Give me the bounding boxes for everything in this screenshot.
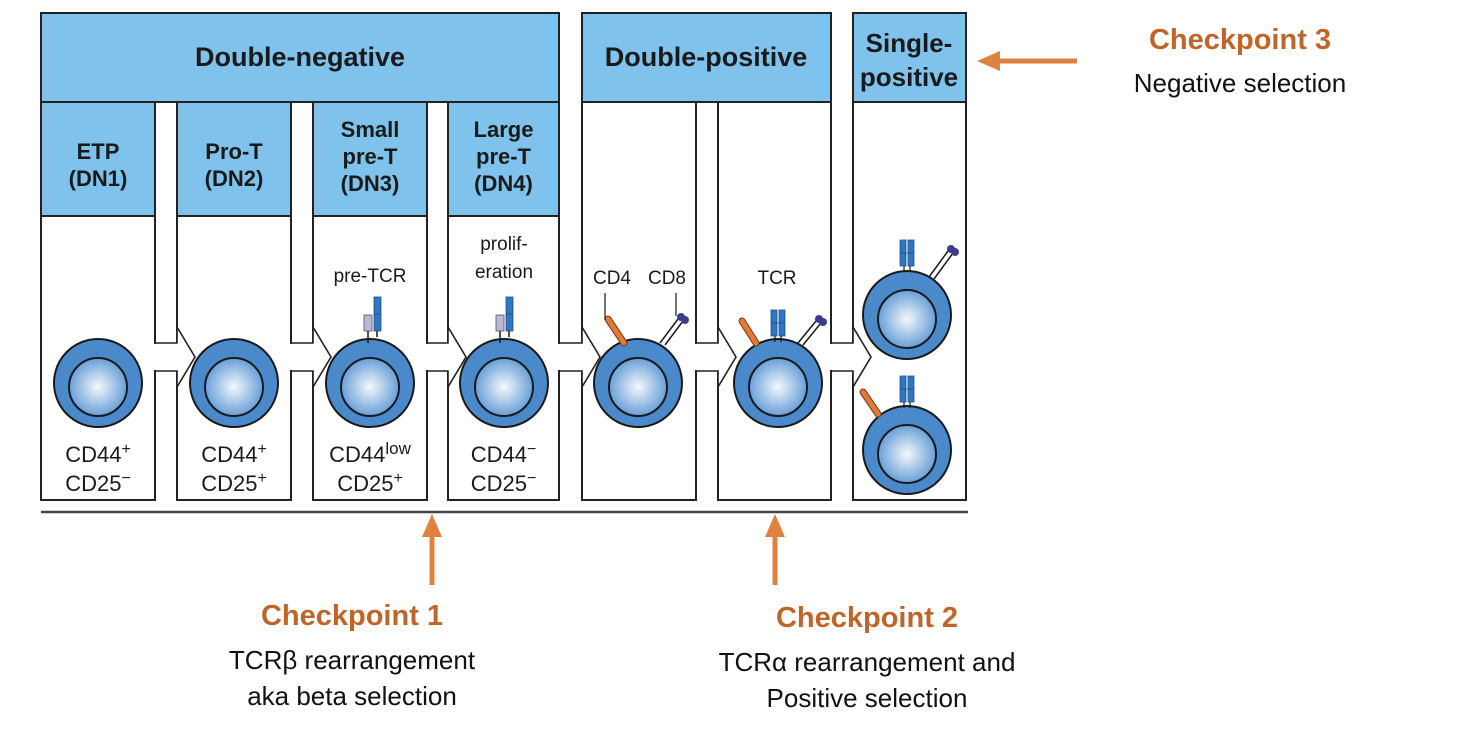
group-header-double-positive: Double-positive bbox=[581, 12, 832, 103]
cell-single-positive-cd4 bbox=[859, 375, 952, 495]
stage-name-line-1: ETP bbox=[77, 139, 120, 164]
cell-large-pre-t-dn4 bbox=[459, 296, 549, 428]
cell-nucleus bbox=[68, 357, 128, 417]
cell-etp-dn1 bbox=[53, 338, 143, 428]
stage-column-2: Pro-T(DN2) CD44+ CD25+ bbox=[176, 101, 292, 501]
label-proliferation-line2: eration bbox=[475, 262, 533, 283]
marker-cd25: CD25+ bbox=[201, 470, 267, 496]
label-pre-tcr: pre-TCR bbox=[334, 266, 407, 287]
cd8-coreceptor-icon bbox=[659, 313, 689, 346]
cell-small-pre-t-dn3 bbox=[325, 296, 415, 428]
marker-cd44: CD44− bbox=[471, 441, 537, 467]
stage-columns: ETP(DN1)CD44+CD25−Pro-T(DN2)CD44+CD25+Sm… bbox=[40, 101, 967, 501]
flow-arrow-shaft bbox=[425, 344, 450, 370]
cell-double-positive-tcr bbox=[733, 309, 827, 428]
tcr-receptor-icon bbox=[770, 309, 786, 342]
label-proliferation-line1: prolif- bbox=[480, 234, 528, 255]
stage-box bbox=[581, 101, 697, 501]
stage-box bbox=[717, 101, 832, 501]
checkpoint-3-arrow bbox=[977, 51, 1077, 71]
group-label-single-positive-line2: positive bbox=[860, 62, 958, 92]
stage-name-line-1: Small bbox=[341, 117, 400, 142]
flow-arrow-shaft bbox=[153, 344, 179, 370]
checkpoint-1-title: Checkpoint 1 bbox=[260, 600, 444, 632]
stage-name-line-2: pre-T bbox=[343, 144, 399, 169]
stage-header bbox=[40, 101, 156, 217]
group-label-double-negative: Double-negative bbox=[195, 42, 405, 72]
stage-column-1: ETP(DN1) CD44+ CD25− bbox=[40, 101, 156, 501]
label-cd8: CD8 bbox=[648, 268, 686, 289]
checkpoint-1-arrow bbox=[422, 514, 442, 585]
marker-cd44: CD44low bbox=[329, 439, 411, 467]
checkpoint-2-desc-line2: Positive selection bbox=[766, 683, 968, 713]
cd8-coreceptor-icon bbox=[928, 245, 959, 280]
cell-pro-t-dn2 bbox=[189, 338, 279, 428]
pre-tcr-receptor-icon bbox=[495, 296, 514, 343]
checkpoint-2-title: Checkpoint 2 bbox=[775, 602, 959, 634]
label-cd4: CD4 bbox=[593, 268, 631, 289]
stage-name-line-3: (DN4) bbox=[474, 171, 533, 196]
stage-header bbox=[312, 101, 428, 217]
stage-name-line-1: Large bbox=[474, 117, 534, 142]
group-label-double-positive: Double-positive bbox=[605, 42, 808, 72]
group-header-double-negative: Double-negative bbox=[40, 12, 560, 103]
marker-cd25: CD25+ bbox=[337, 470, 403, 496]
stage-header bbox=[176, 101, 292, 217]
checkpoint-2-arrow bbox=[765, 514, 785, 585]
cd4-coreceptor-icon bbox=[605, 316, 627, 346]
marker-cd44: CD44+ bbox=[201, 441, 267, 467]
stage-column-5 bbox=[581, 101, 697, 501]
checkpoint-1-desc-line1: TCRβ rearrangement bbox=[228, 645, 476, 675]
marker-cd25: CD25− bbox=[471, 470, 537, 496]
cell-nucleus bbox=[877, 424, 937, 484]
flow-arrow-shaft bbox=[694, 344, 720, 370]
cell-nucleus bbox=[474, 357, 534, 417]
stage-name-line-2: (DN1) bbox=[69, 166, 128, 191]
flow-arrow-shaft bbox=[557, 344, 584, 370]
checkpoint-3-desc-line1: Negative selection bbox=[1133, 68, 1347, 98]
stage-name-line-1: Pro-T bbox=[205, 139, 263, 164]
marker-cd25: CD25− bbox=[65, 470, 131, 496]
cd4-coreceptor-icon bbox=[739, 318, 759, 346]
checkpoint-2-desc-line1: TCRα rearrangement and bbox=[718, 647, 1016, 677]
cd8-coreceptor-icon bbox=[797, 315, 827, 346]
stage-name-line-2: pre-T bbox=[476, 144, 532, 169]
group-label-single-positive-line1: Single- bbox=[866, 28, 953, 58]
stage-column-6 bbox=[717, 101, 832, 501]
group-header-single-positive: Single- positive bbox=[852, 12, 967, 103]
cell-double-positive bbox=[593, 313, 689, 428]
cd4-coreceptor-icon bbox=[860, 389, 881, 417]
cell-nucleus bbox=[608, 357, 668, 417]
tcr-receptor-icon bbox=[899, 375, 915, 408]
cell-nucleus bbox=[340, 357, 400, 417]
checkpoint-1-desc-line2: aka beta selection bbox=[247, 681, 457, 711]
flow-arrow-shaft bbox=[829, 344, 855, 370]
flow-arrow-shaft bbox=[289, 344, 315, 370]
checkpoint-3-title: Checkpoint 3 bbox=[1148, 24, 1332, 56]
cell-nucleus bbox=[204, 357, 264, 417]
cell-single-positive-cd8 bbox=[862, 239, 959, 360]
stage-name-line-2: (DN2) bbox=[205, 166, 264, 191]
stage-name-line-3: (DN3) bbox=[341, 171, 400, 196]
stage-header bbox=[447, 101, 560, 217]
cell-nucleus bbox=[877, 289, 937, 349]
tcr-receptor-icon bbox=[899, 239, 915, 272]
pre-tcr-receptor-icon bbox=[363, 296, 382, 343]
cell-nucleus bbox=[748, 357, 808, 417]
marker-cd44: CD44+ bbox=[65, 441, 131, 467]
label-tcr: TCR bbox=[757, 268, 796, 289]
